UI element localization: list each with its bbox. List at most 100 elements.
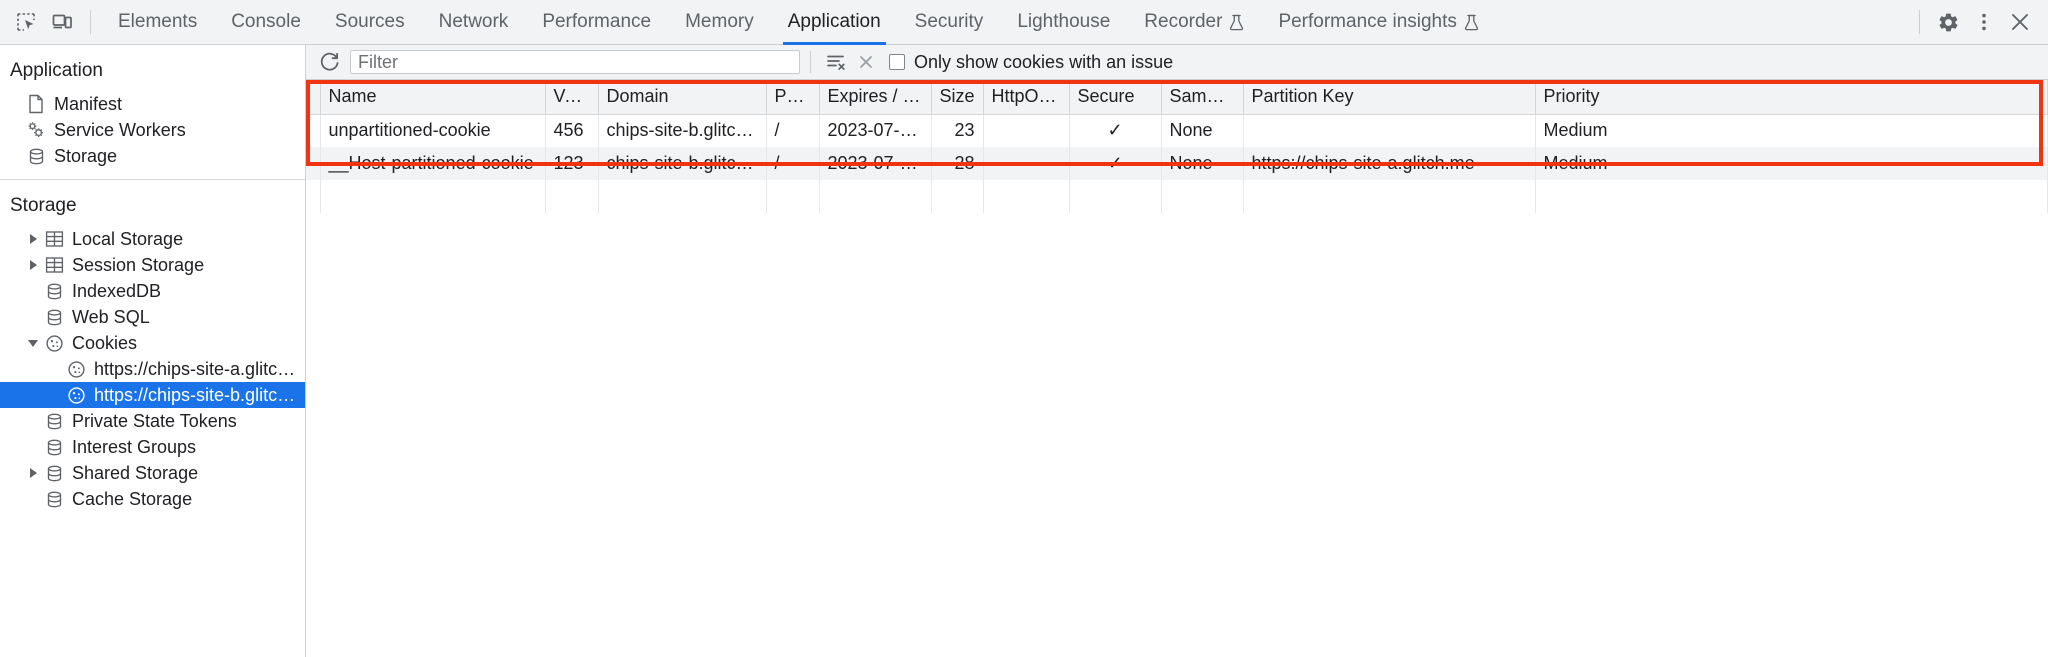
sidebar-item-label: Interest Groups xyxy=(72,436,197,457)
refresh-icon[interactable] xyxy=(316,48,344,76)
tab-label: Lighthouse xyxy=(1017,11,1111,32)
application-sidebar: Application Manifest xyxy=(0,45,306,657)
sidebar-item-indexeddb[interactable]: IndexedDB xyxy=(0,278,305,304)
clear-all-cookies-icon[interactable] xyxy=(851,48,881,76)
tab-label: Console xyxy=(231,11,301,32)
tree-twisty[interactable] xyxy=(24,468,42,478)
column-header-path[interactable]: Path xyxy=(766,80,820,115)
tree-twisty[interactable] xyxy=(24,260,42,270)
cookie-icon xyxy=(42,334,66,353)
cell-value: 123 xyxy=(545,147,599,180)
sidebar-item-label: Session Storage xyxy=(72,254,205,275)
cell-samesite: None xyxy=(1161,147,1244,180)
sidebar-item-interest-groups[interactable]: Interest Groups xyxy=(0,434,305,460)
cookies-panel: Only show cookies with an issue Name Val… xyxy=(306,45,2048,657)
tab-label: Performance xyxy=(542,11,652,32)
sidebar-item-private-state-tokens[interactable]: Private State Tokens xyxy=(0,408,305,434)
column-header-priority[interactable]: Priority xyxy=(1535,80,2048,115)
sidebar-item-web-sql[interactable]: Web SQL xyxy=(0,304,305,330)
tab-memory[interactable]: Memory xyxy=(668,0,771,45)
filter-divider xyxy=(810,51,811,73)
inspect-element-icon[interactable] xyxy=(8,4,44,40)
panel-tabs: Elements Console Sources Network Perform… xyxy=(101,0,1909,45)
sidebar-item-shared-storage[interactable]: Shared Storage xyxy=(0,460,305,486)
tab-sources[interactable]: Sources xyxy=(318,0,422,45)
sidebar-item-label: Private State Tokens xyxy=(72,410,237,431)
tab-console[interactable]: Console xyxy=(214,0,318,45)
tree-twisty[interactable] xyxy=(24,339,42,347)
cell-samesite: None xyxy=(1161,114,1244,147)
toolbar-right-actions xyxy=(1909,4,2038,40)
column-header-size[interactable]: Size xyxy=(931,80,984,115)
database-icon xyxy=(42,308,66,327)
filter-input[interactable] xyxy=(350,50,800,74)
column-header-name[interactable]: Name xyxy=(320,80,546,115)
cell-httponly xyxy=(983,147,1070,180)
sidebar-item-label: Cache Storage xyxy=(72,488,193,509)
tab-elements[interactable]: Elements xyxy=(101,0,214,45)
cell-priority: Medium xyxy=(1535,114,2048,147)
sidebar-item-session-storage[interactable]: Session Storage xyxy=(0,252,305,278)
sidebar-item-manifest[interactable]: Manifest xyxy=(0,91,305,117)
close-icon[interactable] xyxy=(2002,4,2038,40)
cell-path: / xyxy=(766,114,820,147)
sidebar-item-https-chips-site-a-glitch-me[interactable]: https://chips-site-a.glitch.me xyxy=(0,356,305,382)
column-header-expires[interactable]: Expires / M… xyxy=(819,80,932,115)
cell-domain: chips-site-b.glitch.me xyxy=(598,147,767,180)
device-toolbar-icon[interactable] xyxy=(44,4,80,40)
sidebar-item-label: IndexedDB xyxy=(72,280,162,301)
column-header-samesite[interactable]: SameSite xyxy=(1161,80,1244,115)
toolbar-divider xyxy=(90,10,91,34)
only-show-issue-cookies-checkbox[interactable]: Only show cookies with an issue xyxy=(889,52,1173,73)
sidebar-item-cache-storage[interactable]: Cache Storage xyxy=(0,486,305,512)
cell-secure: ✓ xyxy=(1069,147,1162,180)
tab-label: Sources xyxy=(334,11,405,32)
tab-label: Network xyxy=(438,11,509,32)
cell-value: 456 xyxy=(545,114,599,147)
tree-twisty[interactable] xyxy=(24,234,42,244)
cell-partition-key xyxy=(1243,114,1536,147)
row-gutter xyxy=(306,114,321,147)
column-header-value[interactable]: Value xyxy=(545,80,599,115)
sidebar-item-local-storage[interactable]: Local Storage xyxy=(0,226,305,252)
tab-label: Elements xyxy=(118,11,198,32)
devtools-body: Application Manifest xyxy=(0,45,2048,657)
sidebar-item-label: https://chips-site-b.glitch.me xyxy=(94,384,305,405)
sidebar-item-label: Web SQL xyxy=(72,306,150,327)
checkbox-box[interactable] xyxy=(889,54,905,70)
cell-priority: Medium xyxy=(1535,147,2048,180)
sidebar-item-service-workers[interactable]: Service Workers xyxy=(0,117,305,143)
sidebar-item-https-chips-site-b-glitch-me[interactable]: https://chips-site-b.glitch.me xyxy=(0,382,305,408)
column-header-partition-key[interactable]: Partition Key xyxy=(1243,80,1536,115)
column-header-secure[interactable]: Secure xyxy=(1069,80,1162,115)
tab-application[interactable]: Application xyxy=(771,0,898,45)
database-icon xyxy=(42,464,66,483)
tab-network[interactable]: Network xyxy=(422,0,526,45)
checkbox-label: Only show cookies with an issue xyxy=(914,51,1174,72)
cookies-table-container: Name Value Domain Path Expires / M… Size… xyxy=(306,80,2048,657)
clear-filtered-cookies-icon[interactable] xyxy=(821,48,851,76)
cell-domain: chips-site-b.glitch.me xyxy=(598,114,767,147)
column-header-domain[interactable]: Domain xyxy=(598,80,767,115)
devtools-toolbar: Elements Console Sources Network Perform… xyxy=(0,0,2048,45)
document-icon xyxy=(24,94,48,114)
tab-performance[interactable]: Performance xyxy=(525,0,668,45)
cell-name: __Host-partitioned-cookie xyxy=(320,147,546,180)
tab-lighthouse[interactable]: Lighthouse xyxy=(1000,0,1127,45)
column-header-httponly[interactable]: HttpOnly xyxy=(983,80,1070,115)
tab-performance-insights[interactable]: Performance insights xyxy=(1261,0,1495,45)
cookie-icon xyxy=(64,360,88,379)
more-vertical-icon[interactable] xyxy=(1966,4,2002,40)
tab-security[interactable]: Security xyxy=(898,0,1001,45)
tab-recorder[interactable]: Recorder xyxy=(1127,0,1261,45)
gear-icon[interactable] xyxy=(1930,4,1966,40)
table-icon xyxy=(42,256,66,274)
application-section-title: Application xyxy=(10,60,103,81)
cell-size: 23 xyxy=(931,114,984,147)
sidebar-item-cookies[interactable]: Cookies xyxy=(0,330,305,356)
tab-label: Application xyxy=(787,11,881,32)
sidebar-item-storage[interactable]: Storage xyxy=(0,143,305,169)
